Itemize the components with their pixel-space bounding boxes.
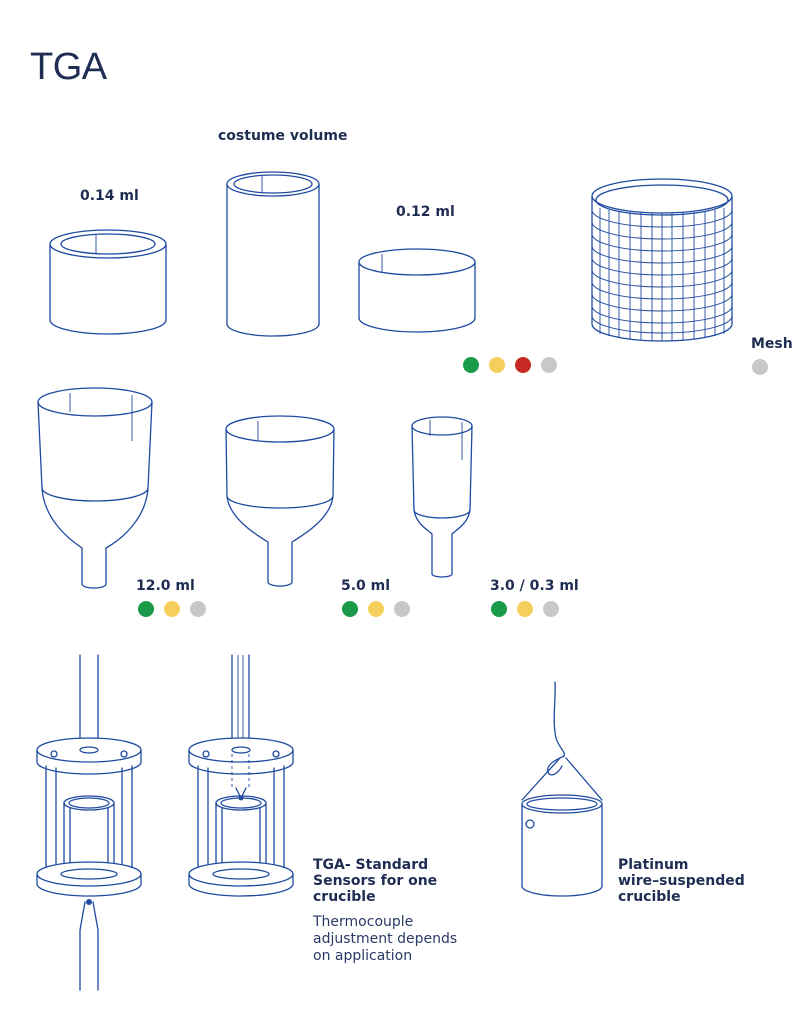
sensor-note-line: Thermocouple	[313, 914, 414, 930]
page-title: TGA	[30, 46, 107, 88]
material-dots-small-crucibles	[463, 357, 557, 373]
label-3-ml: 3.0 / 0.3 ml	[490, 578, 579, 594]
dot-red	[515, 357, 531, 373]
platinum-caption-line: crucible	[618, 889, 681, 905]
platinum-caption-line: wire–suspended	[618, 873, 745, 889]
sensor-caption: TGA- Standard Sensors for one crucible	[313, 857, 437, 905]
dot-gray	[752, 359, 768, 375]
crucible-014-illustration	[49, 229, 167, 335]
label-12-ml: 12.0 ml	[136, 578, 195, 594]
label-mesh: Mesh	[751, 336, 793, 352]
tga-sensor-2-illustration	[188, 654, 294, 897]
material-dots-5ml	[342, 601, 410, 617]
dot-gray	[190, 601, 206, 617]
funnel-3ml-illustration	[411, 416, 473, 578]
sensor-caption-line: crucible	[313, 889, 376, 905]
tga-sensor-1-illustration	[36, 654, 142, 991]
dot-green	[342, 601, 358, 617]
dot-green	[491, 601, 507, 617]
dot-green	[463, 357, 479, 373]
label-014-ml: 0.14 ml	[80, 188, 139, 204]
label-5-ml: 5.0 ml	[341, 578, 391, 594]
material-dots-12ml	[138, 601, 206, 617]
funnel-5ml-illustration	[225, 415, 335, 587]
dot-yellow	[368, 601, 384, 617]
dot-gray	[394, 601, 410, 617]
platinum-caption-line: Platinum	[618, 857, 689, 873]
dot-gray	[541, 357, 557, 373]
dot-yellow	[164, 601, 180, 617]
dot-yellow	[489, 357, 505, 373]
material-dots-3ml	[491, 601, 559, 617]
label-012-ml: 0.12 ml	[396, 204, 455, 220]
label-costume-volume: costume volume	[218, 128, 348, 144]
sensor-note-line: on application	[313, 948, 413, 964]
dot-green	[138, 601, 154, 617]
dot-gray	[543, 601, 559, 617]
platinum-crucible-illustration	[521, 681, 603, 897]
material-dots-mesh	[752, 359, 768, 375]
sensor-note-line: adjustment depends	[313, 931, 458, 947]
crucible-costume-illustration	[226, 171, 320, 337]
crucible-012-illustration	[358, 248, 476, 333]
funnel-12ml-illustration	[37, 387, 153, 589]
platinum-caption: Platinum wire–suspended crucible	[618, 857, 745, 905]
sensor-caption-line: TGA- Standard	[313, 857, 429, 873]
mesh-crucible-illustration	[591, 178, 733, 342]
dot-yellow	[517, 601, 533, 617]
sensor-caption-line: Sensors for one	[313, 873, 438, 889]
sensor-note: Thermocouple adjustment depends on appli…	[313, 914, 457, 965]
